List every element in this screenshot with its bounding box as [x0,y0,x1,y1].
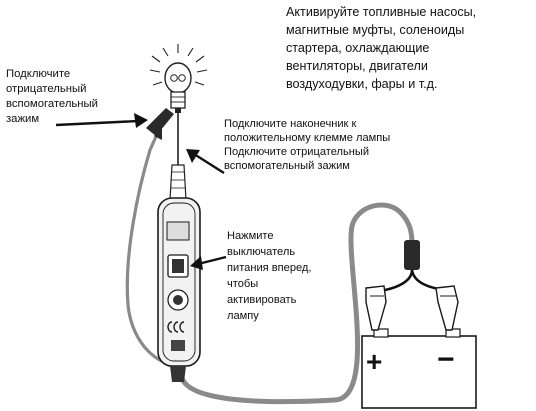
power-probe-device [158,198,200,382]
lamp-bulb-illustration [150,44,207,113]
cable-connector [404,240,420,270]
battery-negative-symbol: − [437,343,455,376]
strain-relief [170,366,186,382]
probe-tip [170,113,186,200]
bulb-glass [165,63,191,93]
battery-clamps [366,240,458,330]
connect-negative-aux-label: Подключите отрицательный вспомогательный… [6,67,126,127]
device-screen [167,222,189,240]
connect-tip-label: Подключите наконечник к положительному к… [224,117,464,173]
press-switch-label: Нажмите выключатель питания вперед, чтоб… [227,228,337,324]
positive-clamp [366,286,386,330]
arrow-to-probe-tip [186,149,224,173]
negative-clamp [436,286,458,330]
activate-devices-label: Активируйте топливные насосы, магнитные … [286,3,534,93]
battery-positive-symbol: + [366,346,382,377]
bulb-base [171,92,185,108]
battery-illustration: + − [362,329,476,408]
negative-aux-clip-on-lamp [146,108,174,140]
